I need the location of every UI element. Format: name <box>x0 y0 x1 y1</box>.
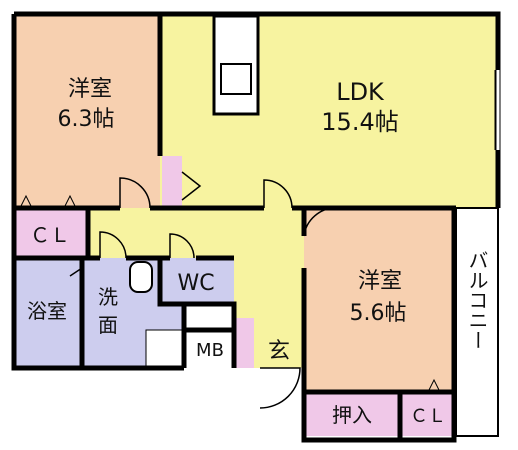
washbasin <box>129 261 153 293</box>
closet-marks <box>19 194 441 393</box>
room-western-5-6 <box>304 208 454 392</box>
vanity <box>145 329 183 367</box>
label-closet-2: ＣＬ <box>410 406 446 427</box>
room-oshiire <box>306 392 400 436</box>
label-mb: MB <box>196 340 224 361</box>
label-closet-1: ＣＬ <box>30 223 70 247</box>
label-ldk-name: LDK <box>336 78 385 106</box>
closet-ldk-small <box>162 156 182 206</box>
label-ldk-size: 15.4帖 <box>321 108 398 136</box>
label-western-5-6-size: 5.6帖 <box>350 301 407 326</box>
label-bath: 浴室 <box>27 299 67 323</box>
entrance-tile <box>236 318 254 368</box>
label-western-5-6-name: 洋室 <box>358 269 402 294</box>
hallway <box>88 208 304 258</box>
label-western-6-3-name: 洋室 <box>68 77 112 102</box>
room-closet-2 <box>402 392 454 436</box>
label-washroom: 洗面 <box>98 285 118 337</box>
label-western-6-3-size: 6.3帖 <box>58 107 115 132</box>
room-western-6-3 <box>14 14 160 208</box>
label-balcony: バルコニー <box>465 250 489 350</box>
door-swings <box>69 171 337 409</box>
room-entrance <box>254 318 304 368</box>
label-washroom-line: 洗 <box>98 285 118 309</box>
room-closet-1 <box>14 208 88 258</box>
label-wc: WC <box>177 271 214 296</box>
room-wc <box>160 258 234 304</box>
label-oshiire: 押入 <box>332 403 372 427</box>
room-mb <box>184 330 234 368</box>
balcony <box>455 207 499 437</box>
label-entrance: 玄 <box>268 339 290 364</box>
kitchen-sink <box>220 63 252 95</box>
label-washroom-line: 面 <box>98 313 118 337</box>
